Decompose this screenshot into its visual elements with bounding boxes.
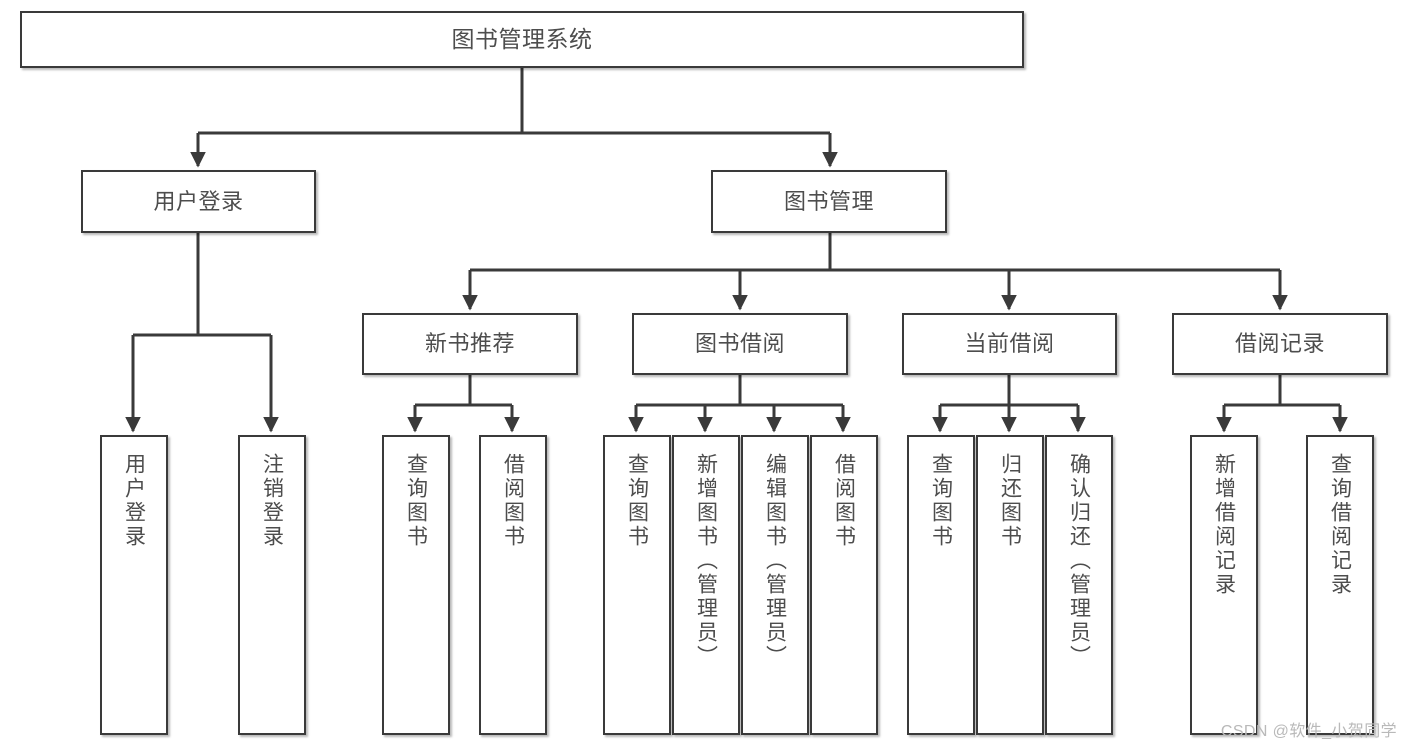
- leaf-borrow-borrow-book-label: 借阅图书: [832, 453, 856, 549]
- leaf-current-return-book[interactable]: 归还图书: [976, 435, 1044, 735]
- leaf-current-confirm-return-label: 确认归还（管理员）: [1067, 453, 1091, 669]
- leaf-borrow-borrow-book[interactable]: 借阅图书: [810, 435, 878, 735]
- watermark: CSDN @软件_小贺同学: [1220, 723, 1397, 740]
- leaf-borrow-query-book[interactable]: 查询图书: [603, 435, 671, 735]
- leaf-current-query-book-label: 查询图书: [929, 453, 953, 549]
- node-root-label: 图书管理系统: [451, 25, 593, 52]
- node-borrow-record[interactable]: 借阅记录: [1172, 313, 1388, 375]
- leaf-current-confirm-return[interactable]: 确认归还（管理员）: [1045, 435, 1113, 735]
- leaf-borrow-edit-book[interactable]: 编辑图书（管理员）: [741, 435, 809, 735]
- node-current-borrow[interactable]: 当前借阅: [902, 313, 1117, 375]
- node-user-login[interactable]: 用户登录: [81, 170, 316, 233]
- leaf-borrow-query-book-label: 查询图书: [625, 453, 649, 549]
- leaf-current-return-book-label: 归还图书: [998, 453, 1022, 549]
- node-book-management-label: 图书管理: [783, 188, 874, 214]
- leaf-user-login-label: 用户登录: [122, 453, 146, 549]
- leaf-user-login[interactable]: 用户登录: [100, 435, 168, 735]
- leaf-record-query[interactable]: 查询借阅记录: [1306, 435, 1374, 735]
- leaf-new-query-book[interactable]: 查询图书: [382, 435, 450, 735]
- node-new-book-recommend[interactable]: 新书推荐: [362, 313, 578, 375]
- leaf-logout[interactable]: 注销登录: [238, 435, 306, 735]
- leaf-new-borrow-book-label: 借阅图书: [501, 453, 525, 549]
- leaf-record-add[interactable]: 新增借阅记录: [1190, 435, 1258, 735]
- node-new-book-recommend-label: 新书推荐: [424, 331, 515, 357]
- leaf-new-borrow-book[interactable]: 借阅图书: [479, 435, 547, 735]
- node-book-management[interactable]: 图书管理: [711, 170, 947, 233]
- node-book-borrow-label: 图书借阅: [694, 331, 785, 357]
- node-borrow-record-label: 借阅记录: [1234, 331, 1325, 357]
- leaf-logout-label: 注销登录: [260, 453, 284, 549]
- leaf-borrow-add-book-label: 新增图书（管理员）: [694, 453, 718, 669]
- node-root[interactable]: 图书管理系统: [20, 11, 1024, 68]
- leaf-current-query-book[interactable]: 查询图书: [907, 435, 975, 735]
- node-user-login-label: 用户登录: [153, 188, 244, 214]
- node-current-borrow-label: 当前借阅: [964, 331, 1055, 357]
- leaf-record-add-label: 新增借阅记录: [1212, 453, 1236, 597]
- leaf-borrow-edit-book-label: 编辑图书（管理员）: [763, 453, 787, 669]
- node-book-borrow[interactable]: 图书借阅: [632, 313, 848, 375]
- leaf-record-query-label: 查询借阅记录: [1328, 453, 1352, 597]
- leaf-borrow-add-book[interactable]: 新增图书（管理员）: [672, 435, 740, 735]
- leaf-new-query-book-label: 查询图书: [404, 453, 428, 549]
